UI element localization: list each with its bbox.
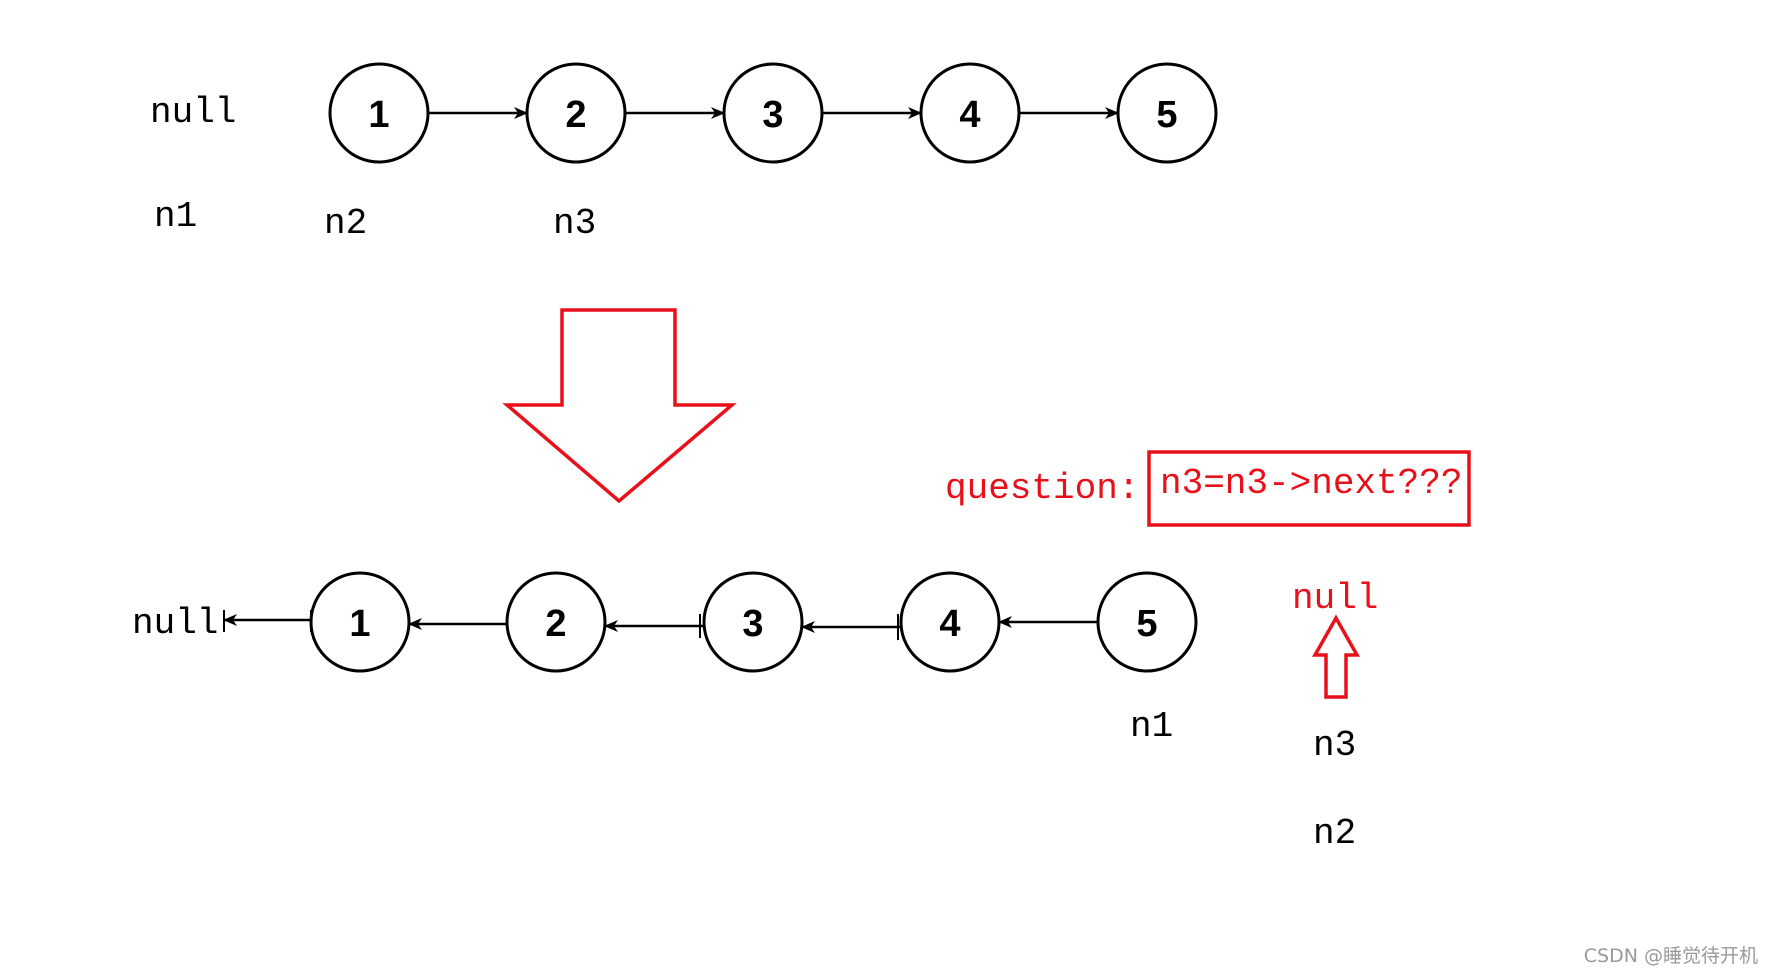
top-pointer-n1: n1 [154,196,197,237]
bottom-node-4-value: 4 [939,603,960,645]
bottom-node-2: 2 [505,571,607,673]
watermark: CSDN @睡觉待开机 [1584,945,1758,967]
top-node-3: 3 [722,62,824,164]
top-node-3-value: 3 [762,94,783,136]
top-node-5: 5 [1116,62,1218,164]
top-node-2: 2 [525,62,627,164]
question-code: n3=n3->next??? [1160,463,1462,504]
bottom-node-3: 3 [702,571,804,673]
top-node-1: 1 [328,62,430,164]
small-up-arrow-icon [1311,614,1361,699]
question-label: question: [945,468,1139,509]
bottom-node-3-value: 3 [742,603,763,645]
bottom-arrows [223,610,1098,640]
top-node-2-value: 2 [565,94,586,136]
bottom-node-1: 1 [309,571,411,673]
bottom-node-5: 5 [1096,571,1198,673]
top-node-4-value: 4 [959,94,980,136]
top-node-5-value: 5 [1156,94,1177,136]
bottom-null-label: null [132,603,218,644]
question-code-box [1147,450,1471,527]
transition-down-arrow-icon [502,308,737,504]
question-null-label: null [1292,578,1378,619]
bottom-pointer-n1: n1 [1130,706,1173,747]
bottom-node-list: 1 2 3 4 5 [309,571,1198,673]
bottom-node-5-value: 5 [1136,603,1157,645]
top-node-1-value: 1 [368,94,389,136]
top-node-4: 4 [919,62,1021,164]
bottom-node-2-value: 2 [545,603,566,645]
pointer-n3: n3 [1313,725,1356,766]
top-pointer-n2: n2 [324,203,367,244]
bottom-node-4: 4 [899,571,1001,673]
bottom-node-1-value: 1 [349,603,370,645]
top-null-label: null [150,92,236,133]
pointer-n2: n2 [1313,813,1356,854]
top-pointer-n3: n3 [553,203,596,244]
